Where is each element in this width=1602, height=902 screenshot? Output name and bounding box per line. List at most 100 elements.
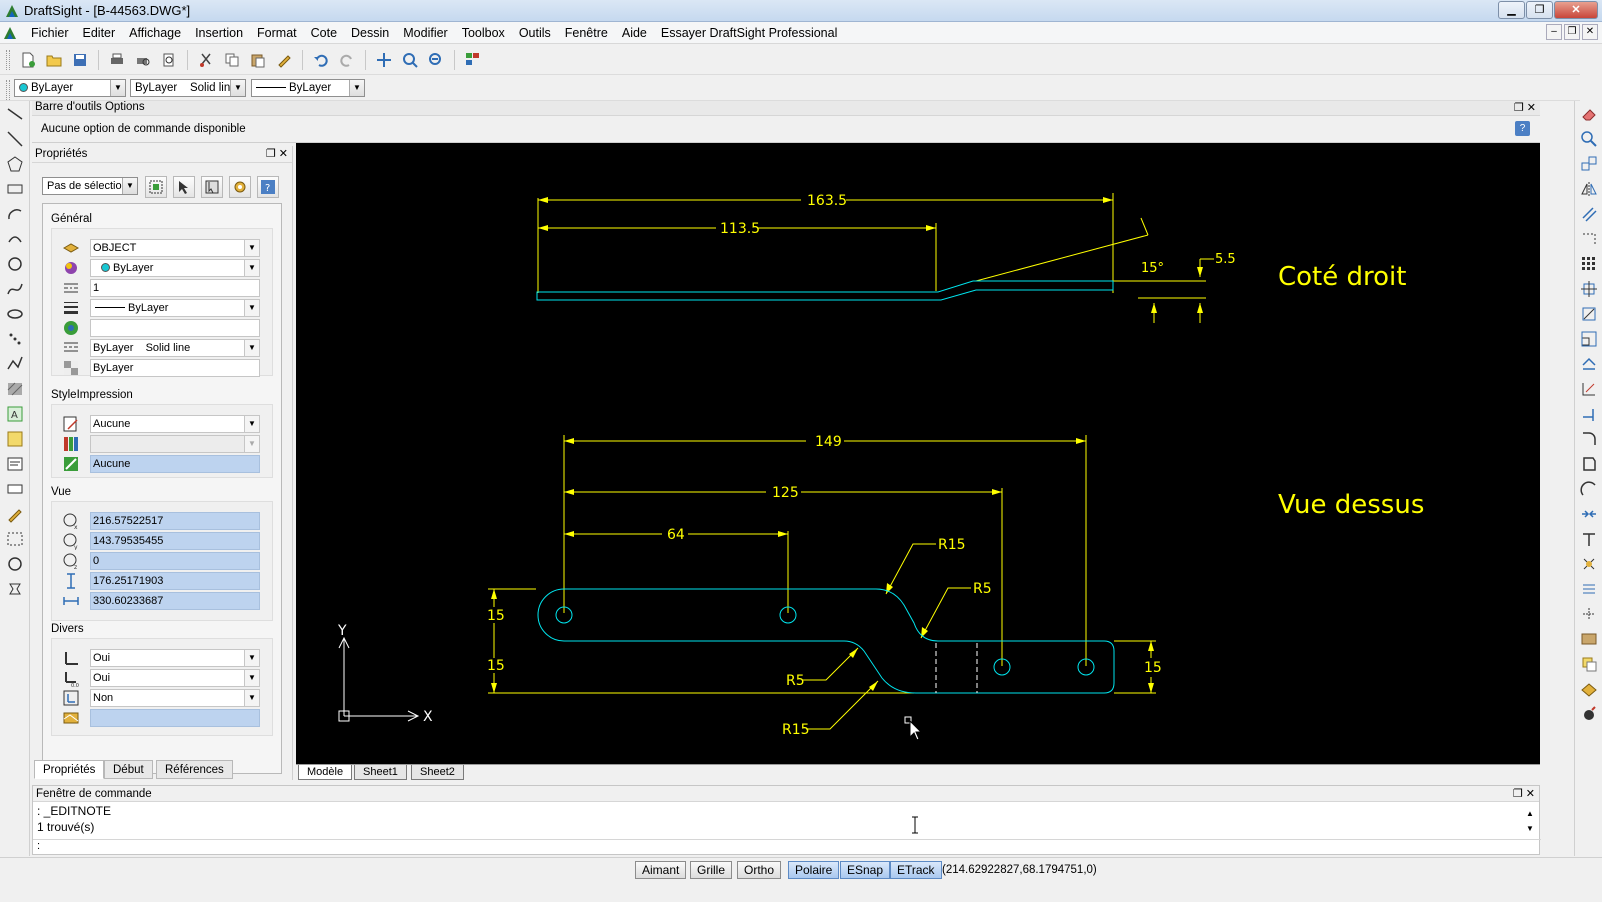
print-icon[interactable] bbox=[105, 49, 129, 71]
match-properties-icon[interactable] bbox=[272, 49, 296, 71]
selection-combo[interactable]: Pas de sélection ▼ bbox=[42, 177, 138, 195]
doc-restore-button[interactable]: ❐ bbox=[1564, 24, 1580, 40]
menu-format[interactable]: Format bbox=[257, 26, 297, 40]
simple-note-icon[interactable] bbox=[4, 478, 26, 500]
chevron-down-icon[interactable]: ▼ bbox=[122, 178, 137, 194]
menu-fichier[interactable]: Fichier bbox=[31, 26, 69, 40]
revision-cloud-icon[interactable] bbox=[4, 503, 26, 525]
chevron-down-icon[interactable]: ▼ bbox=[244, 340, 259, 356]
scroll-up-icon[interactable]: ▲ bbox=[1526, 809, 1534, 818]
note-icon[interactable] bbox=[4, 453, 26, 475]
move-icon[interactable] bbox=[1578, 278, 1600, 300]
redo-icon[interactable] bbox=[335, 49, 359, 71]
region-icon[interactable] bbox=[4, 578, 26, 600]
pan-icon[interactable] bbox=[372, 49, 396, 71]
menu-affichage[interactable]: Affichage bbox=[129, 26, 182, 40]
fillet-icon[interactable] bbox=[1578, 428, 1600, 450]
linetype-scale-field[interactable]: 1 bbox=[90, 279, 260, 297]
stretch-icon[interactable] bbox=[1578, 353, 1600, 375]
close-icon[interactable]: ✕ bbox=[1525, 788, 1535, 800]
cut-icon[interactable] bbox=[194, 49, 218, 71]
chevron-down-icon[interactable]: ▼ bbox=[244, 670, 259, 686]
center-z-field[interactable]: 0 bbox=[90, 552, 260, 570]
arc-3pt-icon[interactable] bbox=[4, 228, 26, 250]
chevron-down-icon[interactable]: ▼ bbox=[244, 260, 259, 276]
menu-aide[interactable]: Aide bbox=[621, 26, 647, 40]
drawing-canvas[interactable]: 163.5 113.5 15° 5.5 Coté droit bbox=[296, 143, 1540, 764]
lineweight-combo[interactable]: ByLayer ▼ bbox=[251, 79, 365, 97]
quick-select-button[interactable] bbox=[145, 176, 167, 198]
flatten-icon[interactable] bbox=[1578, 628, 1600, 650]
doc-close-button[interactable]: ✕ bbox=[1582, 24, 1598, 40]
help-icon[interactable]: ? bbox=[1515, 121, 1530, 136]
open-file-icon[interactable] bbox=[42, 49, 66, 71]
pattern-icon[interactable] bbox=[1578, 228, 1600, 250]
ucs-per-view-field[interactable]: Non▼ bbox=[90, 689, 260, 707]
rotate-icon[interactable] bbox=[1578, 303, 1600, 325]
layer-tools-icon[interactable] bbox=[1578, 653, 1600, 675]
color-field[interactable]: ByLayer▼ bbox=[90, 259, 260, 277]
split-icon[interactable] bbox=[1578, 603, 1600, 625]
maximize-button[interactable]: ❐ bbox=[1526, 1, 1553, 19]
tab-sheet1[interactable]: Sheet1 bbox=[354, 765, 407, 780]
point-icon[interactable] bbox=[4, 328, 26, 350]
chamfer-icon[interactable] bbox=[1578, 453, 1600, 475]
chevron-down-icon[interactable]: ▼ bbox=[110, 80, 125, 96]
infinite-line-icon[interactable] bbox=[4, 128, 26, 150]
command-scrollbar[interactable]: ▲▼ bbox=[1523, 806, 1537, 836]
join-icon[interactable] bbox=[1578, 503, 1600, 525]
undo-icon[interactable] bbox=[309, 49, 333, 71]
menu-dessin[interactable]: Dessin bbox=[351, 26, 390, 40]
zoom-window-icon[interactable] bbox=[398, 49, 422, 71]
ucs-icon-on-field[interactable]: Oui▼ bbox=[90, 649, 260, 667]
grid-toggle[interactable]: Grille bbox=[690, 861, 733, 879]
transparency-field[interactable]: ByLayer bbox=[90, 359, 260, 377]
chevron-down-icon[interactable]: ▼ bbox=[244, 690, 259, 706]
array-icon[interactable] bbox=[1578, 253, 1600, 275]
rectangle-icon[interactable] bbox=[4, 178, 26, 200]
tab-debut[interactable]: Début bbox=[104, 760, 153, 779]
view-height-field[interactable]: 176.25171903 bbox=[90, 572, 260, 590]
menu-insertion[interactable]: Insertion bbox=[195, 26, 244, 40]
new-file-icon[interactable] bbox=[16, 49, 40, 71]
edit-polyline-icon[interactable] bbox=[1578, 578, 1600, 600]
float-icon[interactable]: ❐ bbox=[1512, 788, 1523, 800]
polygon-icon[interactable] bbox=[4, 153, 26, 175]
select-objects-button[interactable] bbox=[173, 176, 195, 198]
polyline-icon[interactable] bbox=[4, 353, 26, 375]
esnap-toggle[interactable]: ESnap bbox=[840, 861, 891, 879]
close-icon[interactable]: ✕ bbox=[1526, 102, 1536, 114]
ucs-origin-field[interactable]: Oui▼ bbox=[90, 669, 260, 687]
properties-help-button[interactable]: ? bbox=[257, 176, 279, 198]
view-width-field[interactable]: 330.60233687 bbox=[90, 592, 260, 610]
polar-toggle[interactable]: Polaire bbox=[788, 861, 840, 879]
scale-icon[interactable] bbox=[1578, 328, 1600, 350]
linetype-combo[interactable]: ByLayer Solid line ▼ bbox=[130, 79, 246, 97]
etrack-toggle[interactable]: ETrack bbox=[890, 861, 942, 879]
circle-icon[interactable] bbox=[4, 253, 26, 275]
tab-properties[interactable]: Propriétés bbox=[34, 760, 105, 779]
layer-manager-icon[interactable] bbox=[461, 49, 485, 71]
visual-style-field[interactable] bbox=[90, 709, 260, 727]
float-icon[interactable]: ❐ bbox=[265, 148, 276, 160]
color-combo[interactable]: ByLayer ▼ bbox=[14, 79, 126, 97]
trim-icon[interactable] bbox=[1578, 378, 1600, 400]
block-icon[interactable]: A bbox=[4, 403, 26, 425]
hatch-icon[interactable] bbox=[4, 378, 26, 400]
line-icon[interactable] bbox=[4, 103, 26, 125]
print-preview-icon[interactable] bbox=[131, 49, 155, 71]
ellipse-icon[interactable] bbox=[4, 303, 26, 325]
paste-icon[interactable] bbox=[246, 49, 270, 71]
chevron-down-icon[interactable]: ▼ bbox=[244, 240, 259, 256]
tab-sheet2[interactable]: Sheet2 bbox=[411, 765, 464, 780]
tab-modele[interactable]: Modèle bbox=[298, 765, 353, 780]
print-attached-field[interactable]: Aucune bbox=[90, 455, 260, 473]
linetype-field[interactable]: ByLayer Solid line▼ bbox=[90, 339, 260, 357]
extend-icon[interactable] bbox=[1578, 403, 1600, 425]
offset-icon[interactable] bbox=[1578, 203, 1600, 225]
mirror-icon[interactable] bbox=[1578, 178, 1600, 200]
lineweight-field[interactable]: ByLayer▼ bbox=[90, 299, 260, 317]
layer-field[interactable]: OBJECT▼ bbox=[90, 239, 260, 257]
toolbar-grip[interactable] bbox=[6, 50, 10, 70]
hyperlink-field[interactable] bbox=[90, 319, 260, 337]
